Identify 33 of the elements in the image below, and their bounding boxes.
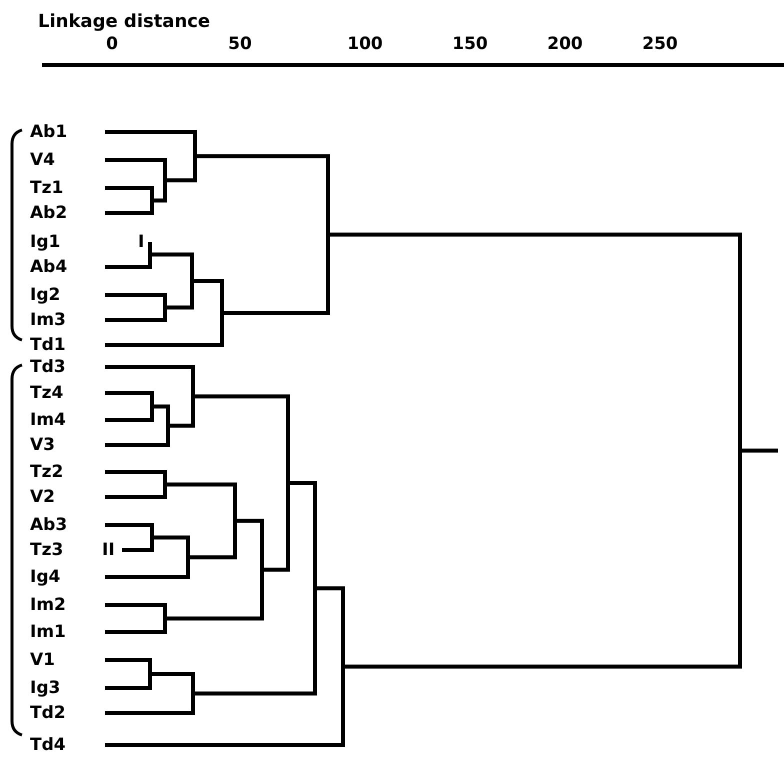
tick-label: 150 <box>452 34 488 54</box>
leaf-label: V3 <box>30 435 55 455</box>
leaf-label: Im4 <box>30 410 66 430</box>
leaf-label: Td3 <box>30 357 66 377</box>
leaf-label: Ab3 <box>30 515 68 535</box>
leaf-label: Im1 <box>30 622 66 642</box>
leaf-label: V1 <box>30 650 55 670</box>
group-label: I <box>138 232 144 252</box>
leaf-label: Tz4 <box>30 383 64 403</box>
leaf-label: Ig2 <box>30 285 60 305</box>
leaf-label: Ab2 <box>30 203 68 223</box>
leaf-label: Ig3 <box>30 678 60 698</box>
leaf-label: Tz3 <box>30 540 64 560</box>
tick-label: 100 <box>347 34 383 54</box>
leaf-label: Tz1 <box>30 178 64 198</box>
leaf-label: Td2 <box>30 703 66 723</box>
leaf-label: Tz2 <box>30 462 64 482</box>
tick-label: 50 <box>228 34 252 54</box>
axis-title: Linkage distance <box>38 12 210 32</box>
leaf-label: V4 <box>30 150 55 170</box>
leaf-label: Td4 <box>30 735 66 755</box>
leaf-label: Ab1 <box>30 122 68 142</box>
leaf-label: V2 <box>30 487 55 507</box>
group-label: II <box>102 540 115 560</box>
leaf-label: Ig4 <box>30 567 60 587</box>
tick-label: 200 <box>547 34 583 54</box>
tick-label: 0 <box>106 34 118 54</box>
leaf-label: Ig1 <box>30 232 60 252</box>
leaf-label: Im2 <box>30 595 66 615</box>
leaf-label: Ab4 <box>30 257 68 277</box>
leaf-label: Im3 <box>30 310 66 330</box>
leaf-label: Td1 <box>30 335 66 355</box>
tick-label: 250 <box>642 34 678 54</box>
